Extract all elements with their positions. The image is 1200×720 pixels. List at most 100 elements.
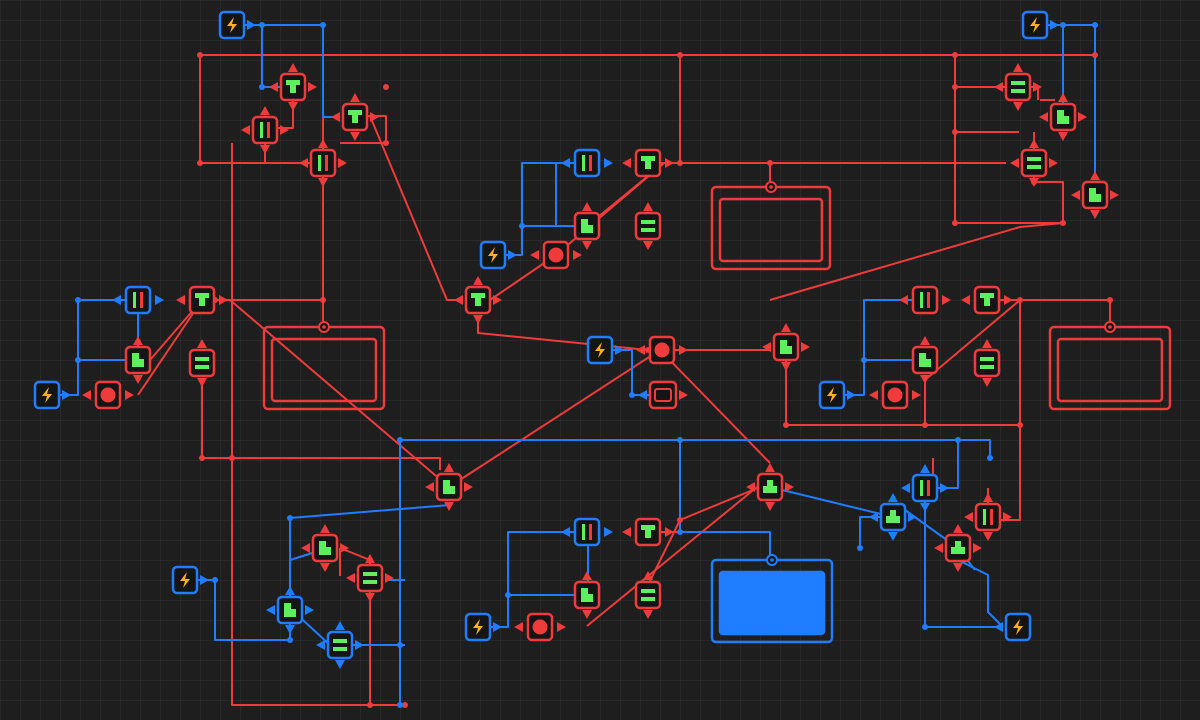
lamp-icon xyxy=(887,387,903,403)
wire-junction xyxy=(955,437,961,443)
delay-node[interactable] xyxy=(634,571,662,619)
lamp-node[interactable] xyxy=(530,240,582,270)
power-source-node[interactable] xyxy=(479,240,517,270)
input-port xyxy=(1029,139,1039,148)
lamp-node[interactable] xyxy=(82,380,134,410)
power-icon xyxy=(827,387,837,403)
delay-node[interactable] xyxy=(346,554,394,602)
blue-wire xyxy=(493,162,575,256)
latch-node[interactable] xyxy=(899,285,951,315)
power-source-node[interactable] xyxy=(1021,10,1059,40)
display-small-node[interactable] xyxy=(638,380,688,410)
switch-node[interactable] xyxy=(911,336,939,384)
switch-node[interactable] xyxy=(1071,171,1119,219)
switch-node[interactable] xyxy=(573,202,601,250)
output-port xyxy=(280,125,289,135)
latch-node[interactable] xyxy=(112,285,164,315)
wire-junction xyxy=(199,455,205,461)
nand-node[interactable] xyxy=(454,276,502,324)
wire-junction xyxy=(1107,297,1113,303)
power-source-node[interactable] xyxy=(218,10,256,40)
power-source-node[interactable] xyxy=(464,612,502,642)
nand-node[interactable] xyxy=(622,148,674,178)
switch-node[interactable] xyxy=(1039,93,1087,141)
delay-node[interactable] xyxy=(1010,139,1058,187)
input-port xyxy=(454,295,463,305)
power-source-node[interactable] xyxy=(994,612,1032,642)
power-source-node[interactable] xyxy=(171,565,209,595)
blue-wire xyxy=(680,531,771,560)
wire-junction xyxy=(383,140,389,146)
nand-node[interactable] xyxy=(269,63,317,111)
latch-node[interactable] xyxy=(901,464,949,512)
wire-junction xyxy=(197,52,203,58)
and-node[interactable] xyxy=(869,493,917,541)
latch-icon xyxy=(582,155,592,171)
display-node[interactable] xyxy=(262,321,386,411)
lamp-node[interactable] xyxy=(514,612,566,642)
input-port xyxy=(638,390,647,400)
lamp-node[interactable] xyxy=(869,380,921,410)
display-node[interactable] xyxy=(710,554,834,644)
power-source-node[interactable] xyxy=(818,380,856,410)
and-node[interactable] xyxy=(746,463,794,511)
latch-node[interactable] xyxy=(964,493,1012,541)
output-port xyxy=(1110,190,1119,200)
red-wire xyxy=(769,222,1064,301)
output-port xyxy=(62,390,71,400)
output-port xyxy=(219,295,228,305)
node-frame xyxy=(251,115,279,145)
and-node[interactable] xyxy=(934,524,982,572)
input-port xyxy=(961,295,970,305)
delay-icon xyxy=(1027,157,1041,169)
power-source-node[interactable] xyxy=(33,380,71,410)
switch-node[interactable] xyxy=(124,336,152,384)
lamp-node[interactable] xyxy=(636,335,688,365)
nand-node[interactable] xyxy=(961,285,1013,315)
switch-node[interactable] xyxy=(266,586,314,634)
latch-node[interactable] xyxy=(561,148,613,178)
switch-node[interactable] xyxy=(301,524,349,572)
output-port xyxy=(1078,112,1087,122)
delay-node[interactable] xyxy=(973,339,1001,387)
display-port-dot xyxy=(322,325,326,329)
input-port xyxy=(746,482,755,492)
delay-node[interactable] xyxy=(316,621,364,669)
node-frame xyxy=(309,148,337,178)
wire-junction xyxy=(783,422,789,428)
latch-node[interactable] xyxy=(561,517,613,547)
display-node[interactable] xyxy=(710,181,832,271)
output-port xyxy=(679,345,688,355)
output-port xyxy=(200,575,209,585)
output-port xyxy=(1050,20,1059,30)
red-wire xyxy=(201,380,441,470)
delay-node[interactable] xyxy=(994,63,1042,111)
nand-node[interactable] xyxy=(622,517,674,547)
switch-icon xyxy=(780,340,792,354)
input-port xyxy=(1039,112,1048,122)
input-port xyxy=(133,336,143,345)
switch-node[interactable] xyxy=(762,323,810,371)
nand-node[interactable] xyxy=(176,285,228,315)
input-port xyxy=(241,125,250,135)
wire-junction xyxy=(1092,22,1098,28)
output-port xyxy=(765,502,775,511)
wire-junction xyxy=(519,223,525,229)
latch-node[interactable] xyxy=(241,106,289,154)
power-source-node[interactable] xyxy=(586,335,624,365)
switch-node[interactable] xyxy=(425,463,473,511)
power-icon xyxy=(488,247,498,263)
switch-node[interactable] xyxy=(573,571,601,619)
display-screen xyxy=(718,197,824,263)
delay-node[interactable] xyxy=(634,202,662,250)
nand-node[interactable] xyxy=(331,93,379,141)
output-port xyxy=(908,512,917,522)
output-port xyxy=(920,375,930,384)
display-node[interactable] xyxy=(1048,321,1172,411)
latch-node[interactable] xyxy=(299,139,347,187)
delay-node[interactable] xyxy=(188,339,216,387)
output-port xyxy=(1029,178,1039,187)
input-port xyxy=(762,342,771,352)
wire-junction xyxy=(212,577,218,583)
